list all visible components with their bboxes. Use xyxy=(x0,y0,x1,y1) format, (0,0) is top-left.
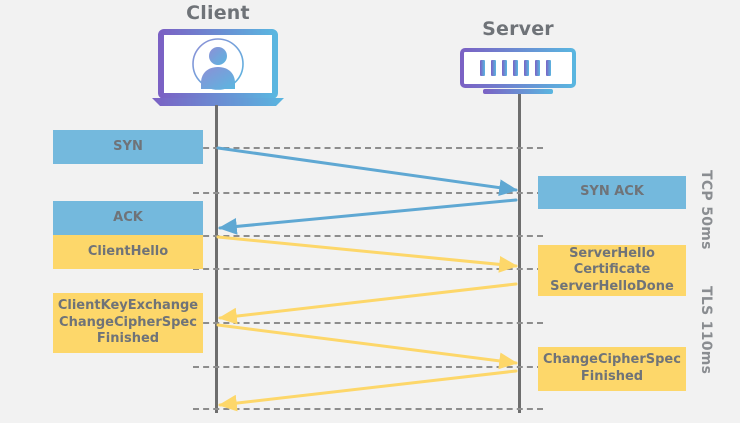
arrow-client-hello xyxy=(216,235,518,273)
message-box-syn: SYN xyxy=(53,130,203,164)
guide-done xyxy=(193,408,543,410)
message-box-syn-ack: SYN ACK xyxy=(538,176,686,209)
server-lifeline xyxy=(518,94,521,413)
arrow-syn xyxy=(216,146,518,196)
phase-tcp: TCP 50ms xyxy=(698,170,714,250)
message-label: ClientHello xyxy=(87,243,169,259)
arrow-server-hello xyxy=(218,282,518,325)
phase-protocol: TLS xyxy=(698,286,714,316)
client-title: Client xyxy=(186,2,250,24)
message-label: ACK xyxy=(113,209,143,225)
guide-server-finished xyxy=(193,366,543,368)
guide-server-hello xyxy=(193,268,543,270)
message-label: SYN xyxy=(113,138,143,154)
message-label: SYN ACK xyxy=(580,184,644,200)
server-title: Server xyxy=(482,18,554,40)
laptop-user-icon xyxy=(150,28,286,108)
phase-latency: 110ms xyxy=(698,320,714,375)
guide-syn xyxy=(193,147,543,149)
arrow-client-key xyxy=(216,323,518,370)
phase-protocol: TCP xyxy=(698,170,714,201)
arrow-server-finished xyxy=(218,369,518,412)
guide-ack xyxy=(193,235,543,237)
message-box-ack: ACK xyxy=(53,201,203,235)
phase-latency: 50ms xyxy=(698,206,714,250)
phase-tls: TLS 110ms xyxy=(698,286,714,374)
message-box-client-hello: ClientHello xyxy=(53,235,203,269)
arrow-syn-ack xyxy=(218,198,518,235)
guide-syn-ack xyxy=(193,192,543,194)
guide-client-key xyxy=(193,322,543,324)
server-rack-icon xyxy=(458,48,578,96)
